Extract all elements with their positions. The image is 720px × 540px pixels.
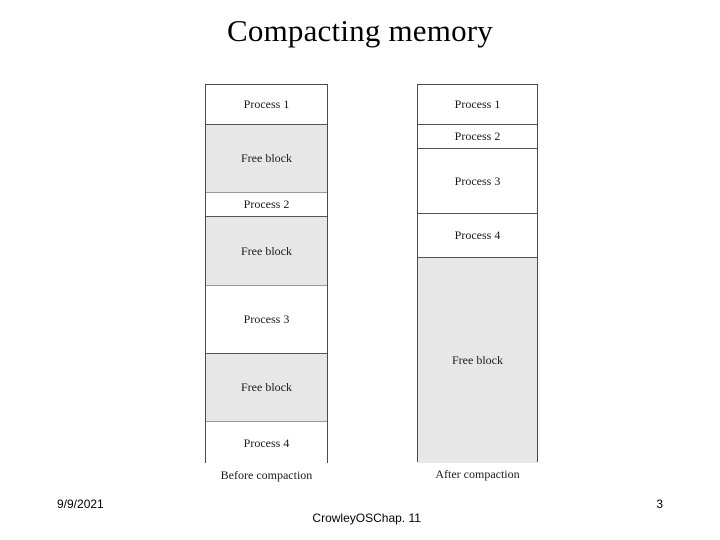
- memory-block: Free block: [206, 354, 327, 422]
- memory-block-stack: Process 1 Process 2 Process 3 Process 4 Free…: [417, 84, 538, 463]
- memory-block-label: Process 1: [454, 97, 501, 111]
- footer-page-number: 3: [656, 497, 663, 511]
- memory-block-label: Process 4: [454, 228, 501, 242]
- footer-course: OS: [355, 511, 374, 525]
- memory-block-label: Process 3: [454, 173, 501, 188]
- memory-block-label: Free block: [241, 243, 292, 258]
- page-title: Compacting memory: [227, 13, 493, 48]
- memory-block: Free block: [206, 125, 327, 193]
- memory-block: Process 4: [418, 214, 537, 258]
- memory-block-label: Process 2: [243, 197, 290, 211]
- memory-block: Process 1: [418, 85, 537, 125]
- memory-block: Free block: [206, 217, 327, 286]
- memory-block-label: Process 4: [243, 435, 290, 450]
- footer-chapter: Chap. 11: [373, 511, 421, 525]
- footer-center-text: CrowleyOSChap. 11: [0, 497, 720, 539]
- memory-block: Process 2: [418, 125, 537, 149]
- memory-block: Process 4: [206, 422, 327, 464]
- footer-date: 9/9/2021: [57, 497, 104, 511]
- memory-block-label: Process 2: [454, 129, 501, 143]
- memory-block: Process 2: [206, 193, 327, 217]
- slide-footer: 9/9/2021 CrowleyOSChap. 11 3: [0, 494, 720, 525]
- footer-author: Crowley: [312, 511, 356, 525]
- memory-column-caption: After compaction: [435, 467, 520, 481]
- memory-block: Free block: [418, 258, 537, 463]
- memory-block: Process 3: [206, 286, 327, 354]
- memory-block: Process 3: [418, 149, 537, 214]
- memory-block-label: Free block: [241, 151, 292, 165]
- memory-block-label: Process 3: [243, 312, 290, 326]
- memory-block-label: Free block: [241, 380, 292, 394]
- memory-block: Process 1: [206, 85, 327, 125]
- memory-column-caption: Before compaction: [220, 468, 313, 482]
- memory-block-label: Process 1: [243, 97, 290, 111]
- memory-block-label: Free block: [452, 353, 503, 367]
- memory-column-after: Process 1 Process 2 Process 3 Process 4 Free…: [417, 84, 538, 481]
